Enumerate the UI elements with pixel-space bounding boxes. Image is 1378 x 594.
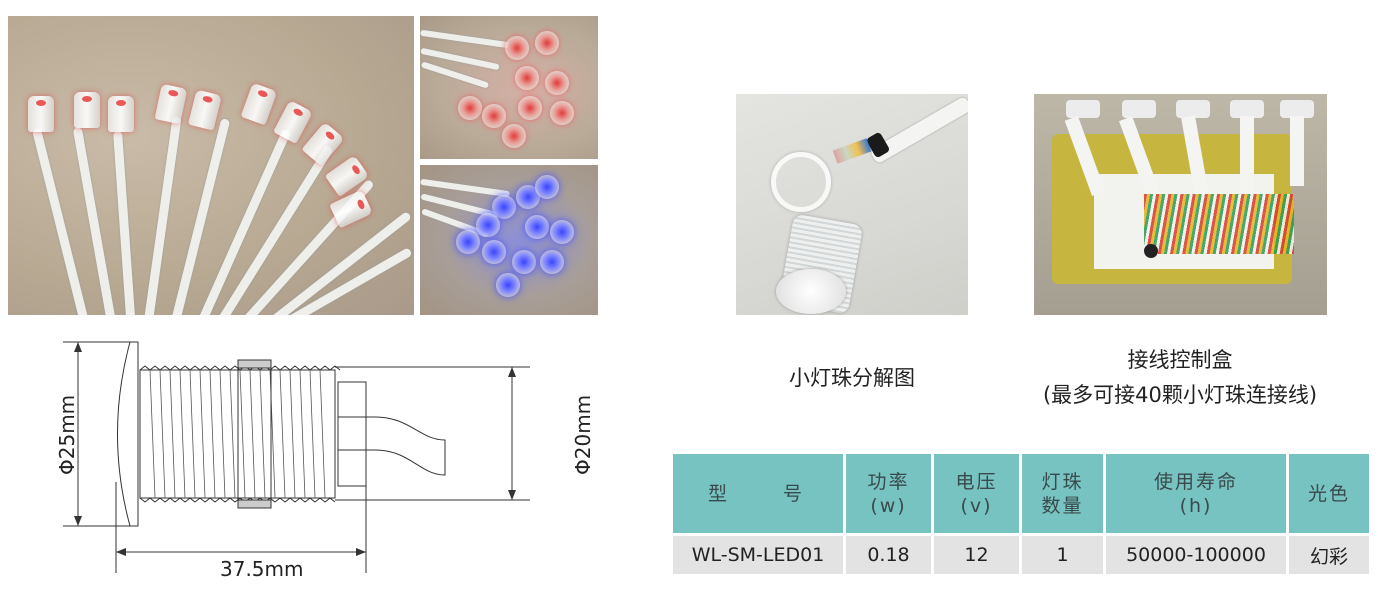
- cell-light-color: 幻彩: [1289, 536, 1369, 574]
- cell-model: WL-SM-LED01: [673, 536, 843, 574]
- control-box-caption-note: (最多可接40颗小灯珠连接线): [1042, 383, 1318, 407]
- red-led-cluster-photo: [420, 16, 598, 159]
- cell-led-count: 1: [1022, 536, 1103, 574]
- inner-diameter-label: Φ20mm: [571, 395, 595, 475]
- length-label: 37.5mm: [220, 557, 304, 581]
- table-row: WL-SM-LED01 0.18 12 1 50000-100000 幻彩: [673, 536, 1369, 574]
- cell-voltage: 12: [934, 536, 1019, 574]
- header-light-color: 光色: [1289, 454, 1369, 533]
- cell-lifespan: 50000-100000: [1106, 536, 1286, 574]
- dimension-drawing: Φ25mm Φ20mm 37.5mm: [55, 341, 595, 581]
- header-model: 型 号: [673, 454, 843, 533]
- control-box-caption-title: 接线控制盒: [1127, 348, 1233, 372]
- spec-table: 型 号 功率(w) 电压(v) 灯珠数量 使用寿命(h) 光色 WL-SM-LE…: [670, 451, 1372, 577]
- table-header-row: 型 号 功率(w) 电压(v) 灯珠数量 使用寿命(h) 光色: [673, 454, 1369, 533]
- cell-power: 0.18: [846, 536, 931, 574]
- header-lifespan: 使用寿命(h): [1106, 454, 1286, 533]
- header-led-count: 灯珠数量: [1022, 454, 1103, 533]
- led-pixels-photo: [8, 16, 414, 315]
- blue-led-cluster-photo: [420, 165, 598, 315]
- header-power: 功率(w): [846, 454, 931, 533]
- control-box-photo: [1034, 94, 1327, 315]
- header-voltage: 电压(v): [934, 454, 1019, 533]
- exploded-view-photo: [736, 94, 968, 315]
- exploded-view-caption: 小灯珠分解图: [789, 366, 915, 390]
- outer-diameter-label: Φ25mm: [55, 395, 79, 475]
